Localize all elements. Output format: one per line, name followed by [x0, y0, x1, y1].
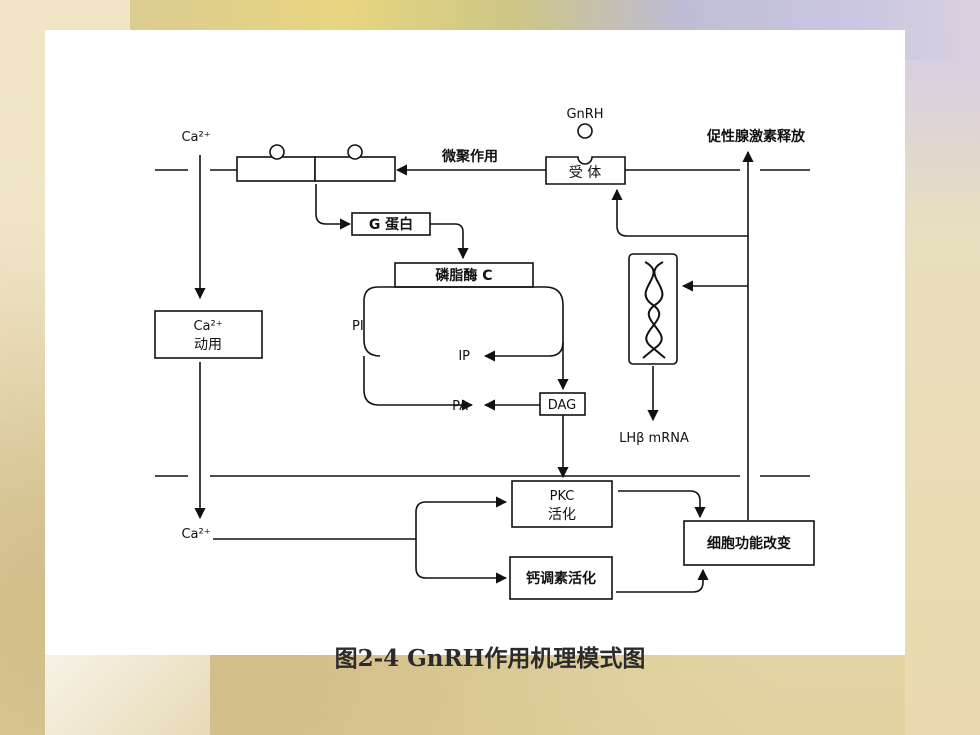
- ca-to-pkc-arrow: [415, 496, 508, 539]
- pkc-to-cell-change-arrow: [618, 490, 706, 519]
- receptor-label: 受 体: [569, 165, 601, 181]
- dag-label: DAG: [548, 398, 577, 413]
- to-g-protein-arrow: [315, 184, 352, 230]
- pi-to-pa-line: [363, 356, 474, 411]
- aggregated-receptor-box-1: [236, 156, 316, 182]
- pkc-label-2: 活化: [548, 507, 576, 523]
- cell-change-label: 细胞功能改变: [707, 535, 791, 552]
- pa-label: PA: [452, 399, 468, 414]
- dna-helix-strand-2: [642, 261, 664, 359]
- ip-label: IP: [458, 349, 470, 364]
- ca-bottom-label: Ca²⁺: [181, 527, 210, 542]
- pi-left-branch: [363, 286, 381, 357]
- plc-box: [394, 262, 534, 288]
- ca-mobilize-label-2: 动用: [194, 337, 222, 353]
- figure-caption: 图2-4 GnRH作用机理模式图: [334, 645, 646, 672]
- microaggregation-label: 微聚作用: [441, 148, 498, 165]
- g-protein-to-plc-arrow: [430, 223, 469, 260]
- pkc-label-1: PKC: [550, 489, 575, 504]
- ca-mobilize-box: [154, 310, 263, 359]
- calmodulin-label: 钙调素活化: [526, 570, 596, 587]
- dna-helix-strand-1: [644, 261, 666, 359]
- decorative-right-strip: [905, 60, 980, 735]
- plc-label: 磷脂酶 C: [435, 267, 492, 284]
- calmodulin-box: [509, 556, 613, 600]
- receptor-box: [545, 156, 626, 185]
- pi-loop: [378, 286, 564, 362]
- pkc-box: [511, 480, 613, 528]
- ca-mobilize-label-1: Ca²⁺: [193, 319, 222, 334]
- aggregated-receptor-box-2: [314, 156, 396, 182]
- to-receptor-feedback-arrow: [611, 188, 748, 237]
- dna-box: [628, 253, 678, 365]
- gnrh-bound-circle-1: [269, 144, 285, 160]
- cell-change-box: [683, 520, 815, 566]
- gnrh-ligand-circle: [577, 123, 593, 139]
- gnrh-bound-circle-2: [347, 144, 363, 160]
- calmodulin-to-cell-change-arrow: [616, 568, 709, 593]
- release-label: 促性腺激素释放: [706, 128, 806, 145]
- gnrh-label: GnRH: [566, 107, 603, 122]
- lh-mrna-label: LHβ mRNA: [619, 431, 689, 446]
- ca-to-calmodulin-arrow: [415, 539, 508, 584]
- pi-label: PI: [352, 319, 364, 334]
- ca-top-label: Ca²⁺: [181, 130, 210, 145]
- decorative-bottom-left: [45, 655, 210, 735]
- g-protein-label: G 蛋白: [369, 216, 413, 233]
